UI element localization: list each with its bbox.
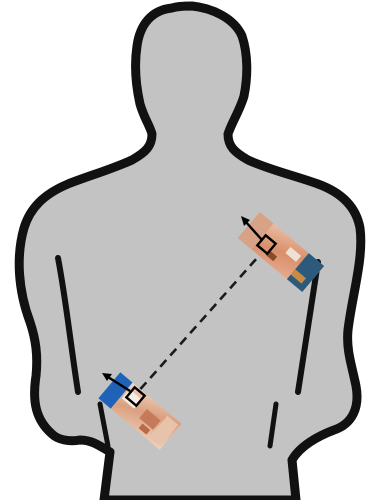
torso-silhouette — [19, 6, 361, 500]
